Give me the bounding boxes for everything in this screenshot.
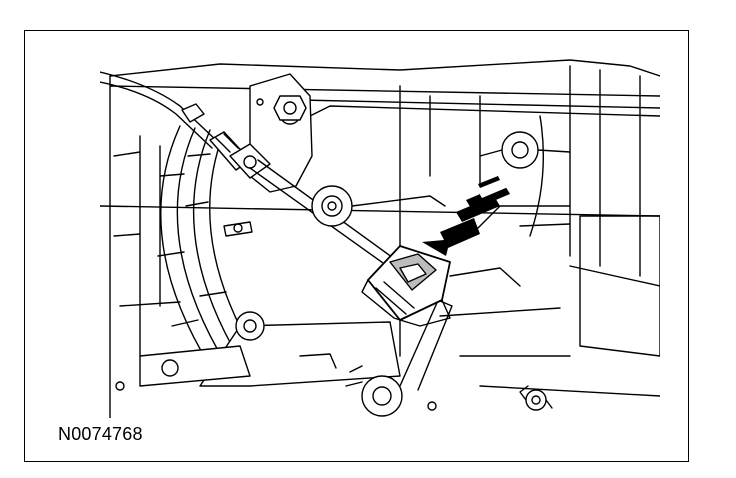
case-boss bbox=[479, 131, 571, 169]
gear-housing-arc bbox=[157, 125, 257, 367]
technical-illustration bbox=[100, 59, 660, 418]
sensor-connector bbox=[361, 245, 451, 327]
pivot-bushing bbox=[311, 185, 446, 227]
mounting-pin bbox=[223, 221, 253, 237]
lower-lever bbox=[139, 311, 401, 387]
bracket-bolt bbox=[273, 95, 307, 121]
bottom-bolts bbox=[115, 381, 553, 411]
figure-frame bbox=[24, 30, 689, 462]
triple-bar-arrow-icon bbox=[422, 172, 520, 256]
figure-id-label: N0074768 bbox=[58, 424, 143, 444]
